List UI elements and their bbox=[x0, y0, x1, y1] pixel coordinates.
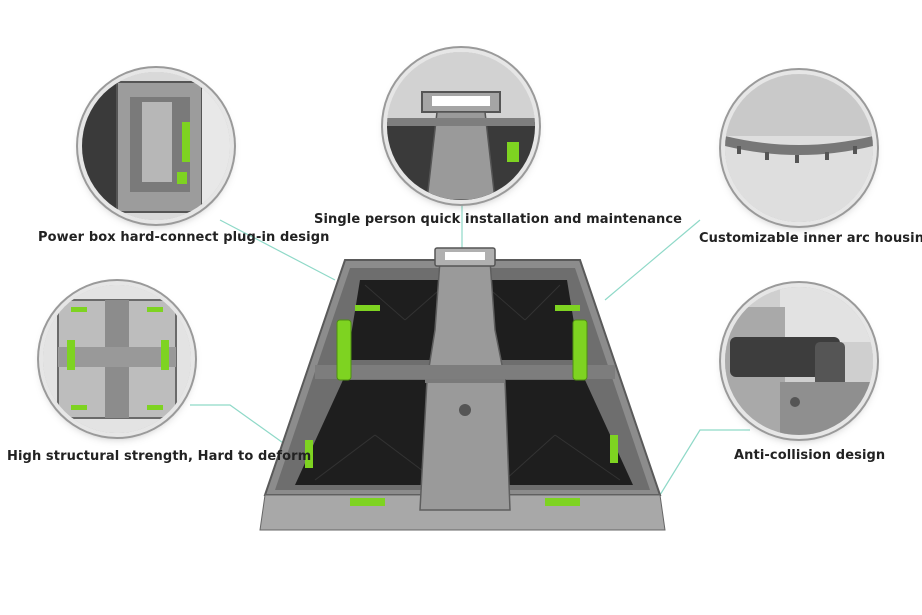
feature-label-power-box: Power box hard-connect plug-in design bbox=[38, 230, 330, 245]
led-cabinet-image bbox=[259, 247, 666, 531]
feature-label-single-person: Single person quick installation and mai… bbox=[314, 212, 683, 227]
structural-detail-image bbox=[43, 285, 191, 433]
feature-label-inner-arc: Customizable inner arc housing bbox=[699, 231, 922, 246]
feature-label-anti-collision: Anti-collision design bbox=[734, 448, 886, 463]
power-box-detail-image bbox=[82, 72, 230, 220]
feature-label-structural: High structural strength, Hard to deform bbox=[7, 449, 312, 464]
handle-detail-image bbox=[387, 52, 535, 200]
arc-housing-detail-image bbox=[725, 74, 873, 222]
anti-collision-detail-image bbox=[725, 287, 873, 435]
